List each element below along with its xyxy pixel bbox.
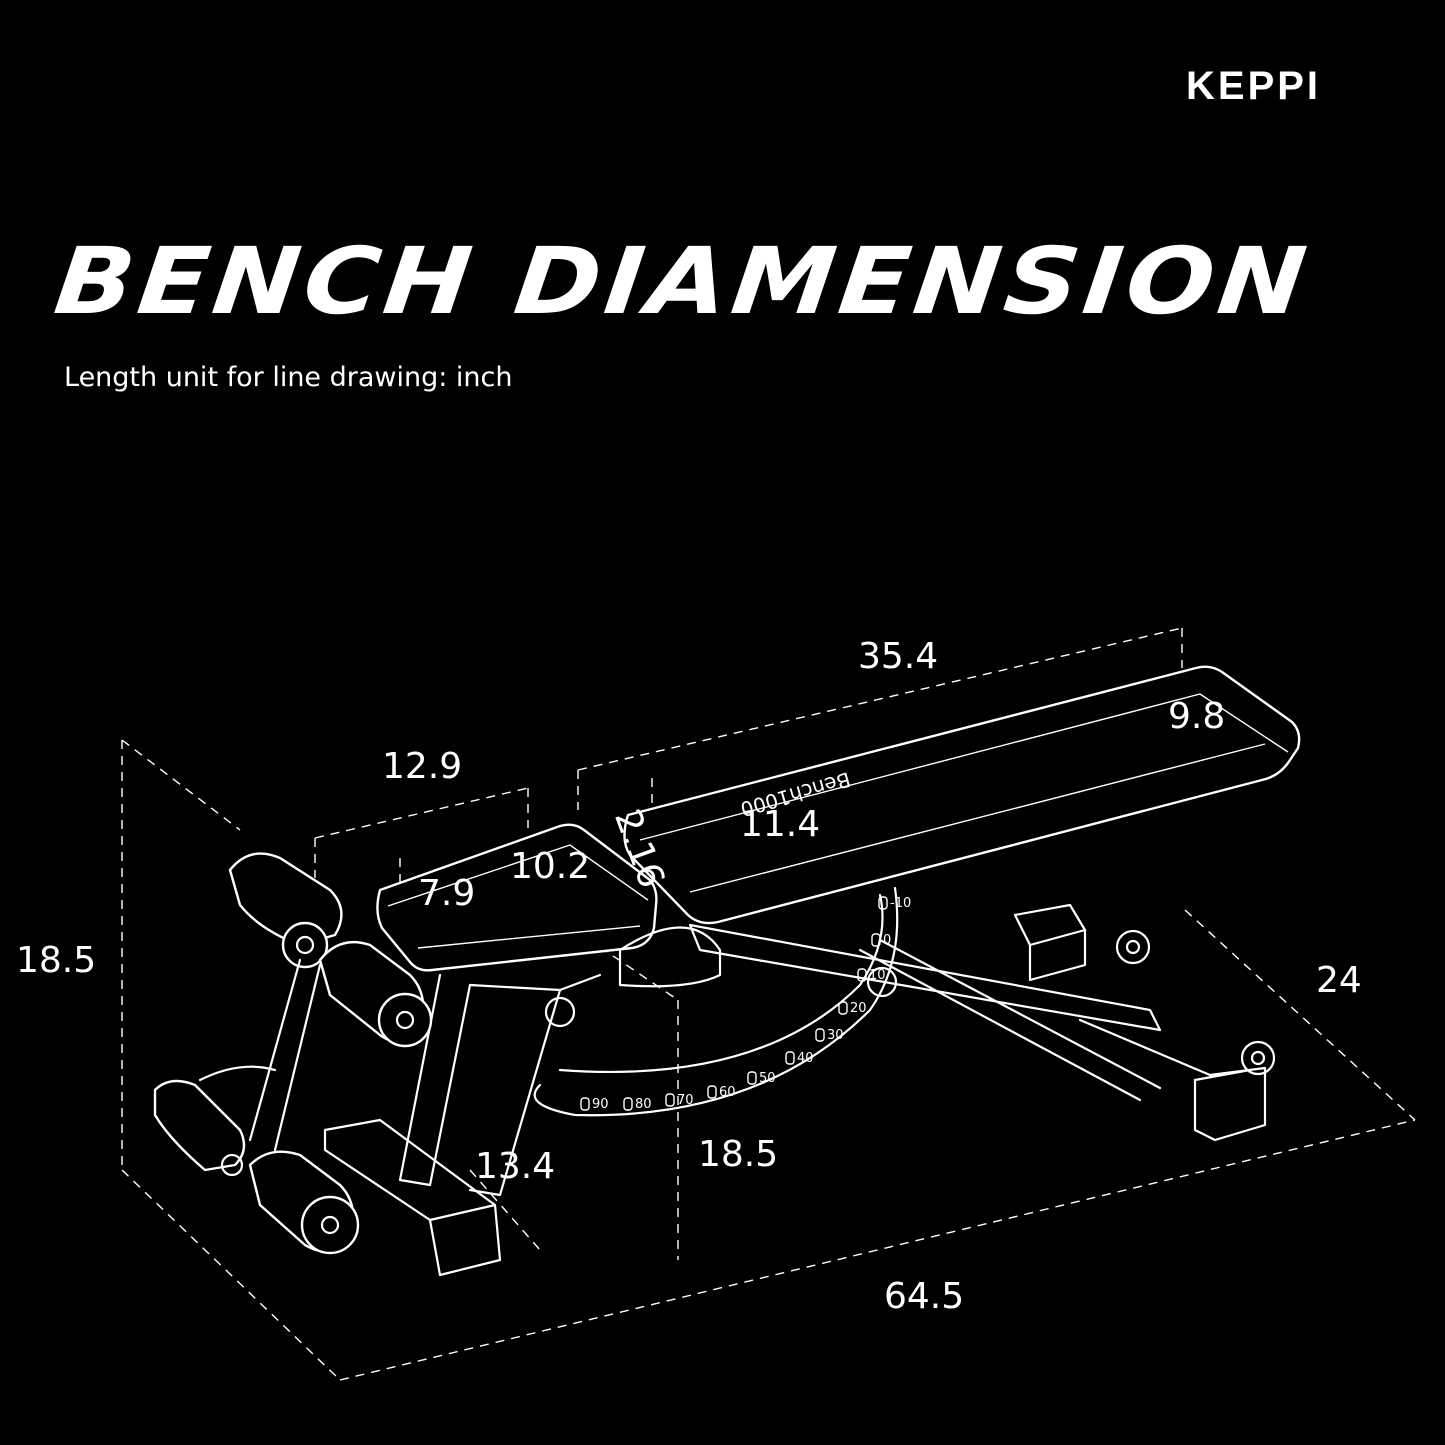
dim-back-pad-height: 11.4 bbox=[740, 804, 820, 845]
dim-seat-length: 12.9 bbox=[382, 746, 462, 787]
angle-label: 30 bbox=[827, 1028, 844, 1043]
leg-rollers bbox=[153, 852, 433, 1255]
angle-slot bbox=[785, 1051, 795, 1065]
angle-slot bbox=[857, 968, 867, 982]
angle-label: 70 bbox=[677, 1093, 694, 1108]
angle-slot bbox=[623, 1097, 633, 1111]
angle-label: 50 bbox=[759, 1071, 776, 1086]
angle-slot bbox=[747, 1071, 757, 1085]
bench-frame bbox=[323, 903, 1276, 1277]
angle-slot bbox=[580, 1097, 590, 1111]
angle-label: 20 bbox=[850, 1001, 867, 1016]
dim-front-base: 13.4 bbox=[475, 1146, 555, 1187]
angle-label: 10 bbox=[869, 968, 886, 983]
angle-slot bbox=[707, 1085, 717, 1099]
angle-slot bbox=[878, 896, 888, 910]
dim-seat-width-large: 10.2 bbox=[510, 846, 590, 887]
dim-seat-width-small: 7.9 bbox=[418, 873, 475, 914]
angle-label: 0 bbox=[883, 933, 891, 948]
angle-slot bbox=[871, 933, 881, 947]
angle-slot bbox=[815, 1028, 825, 1042]
angle-label: 40 bbox=[797, 1051, 814, 1066]
angle-label: 60 bbox=[719, 1085, 736, 1100]
brand-logo: KEPPI bbox=[1186, 64, 1322, 108]
unit-note: Length unit for line drawing: inch bbox=[64, 362, 513, 393]
dim-total-height: 18.5 bbox=[16, 940, 96, 981]
dim-rear-height: 18.5 bbox=[698, 1134, 778, 1175]
angle-adjust-arc bbox=[533, 886, 899, 1117]
dim-total-length: 64.5 bbox=[884, 1276, 964, 1317]
angle-slot bbox=[838, 1001, 848, 1015]
angle-slot bbox=[665, 1093, 675, 1107]
dim-back-pad-length: 35.4 bbox=[858, 636, 938, 677]
angle-scale: -10 0 10 20 30 40 50 60 70 80 90 bbox=[580, 896, 911, 1112]
angle-label: 80 bbox=[635, 1097, 652, 1112]
seat-pad bbox=[376, 823, 658, 972]
angle-label: -10 bbox=[890, 896, 911, 911]
dim-width: 24 bbox=[1316, 960, 1362, 1001]
dim-back-pad-width: 9.8 bbox=[1168, 696, 1225, 737]
angle-label: 90 bbox=[592, 1097, 609, 1112]
